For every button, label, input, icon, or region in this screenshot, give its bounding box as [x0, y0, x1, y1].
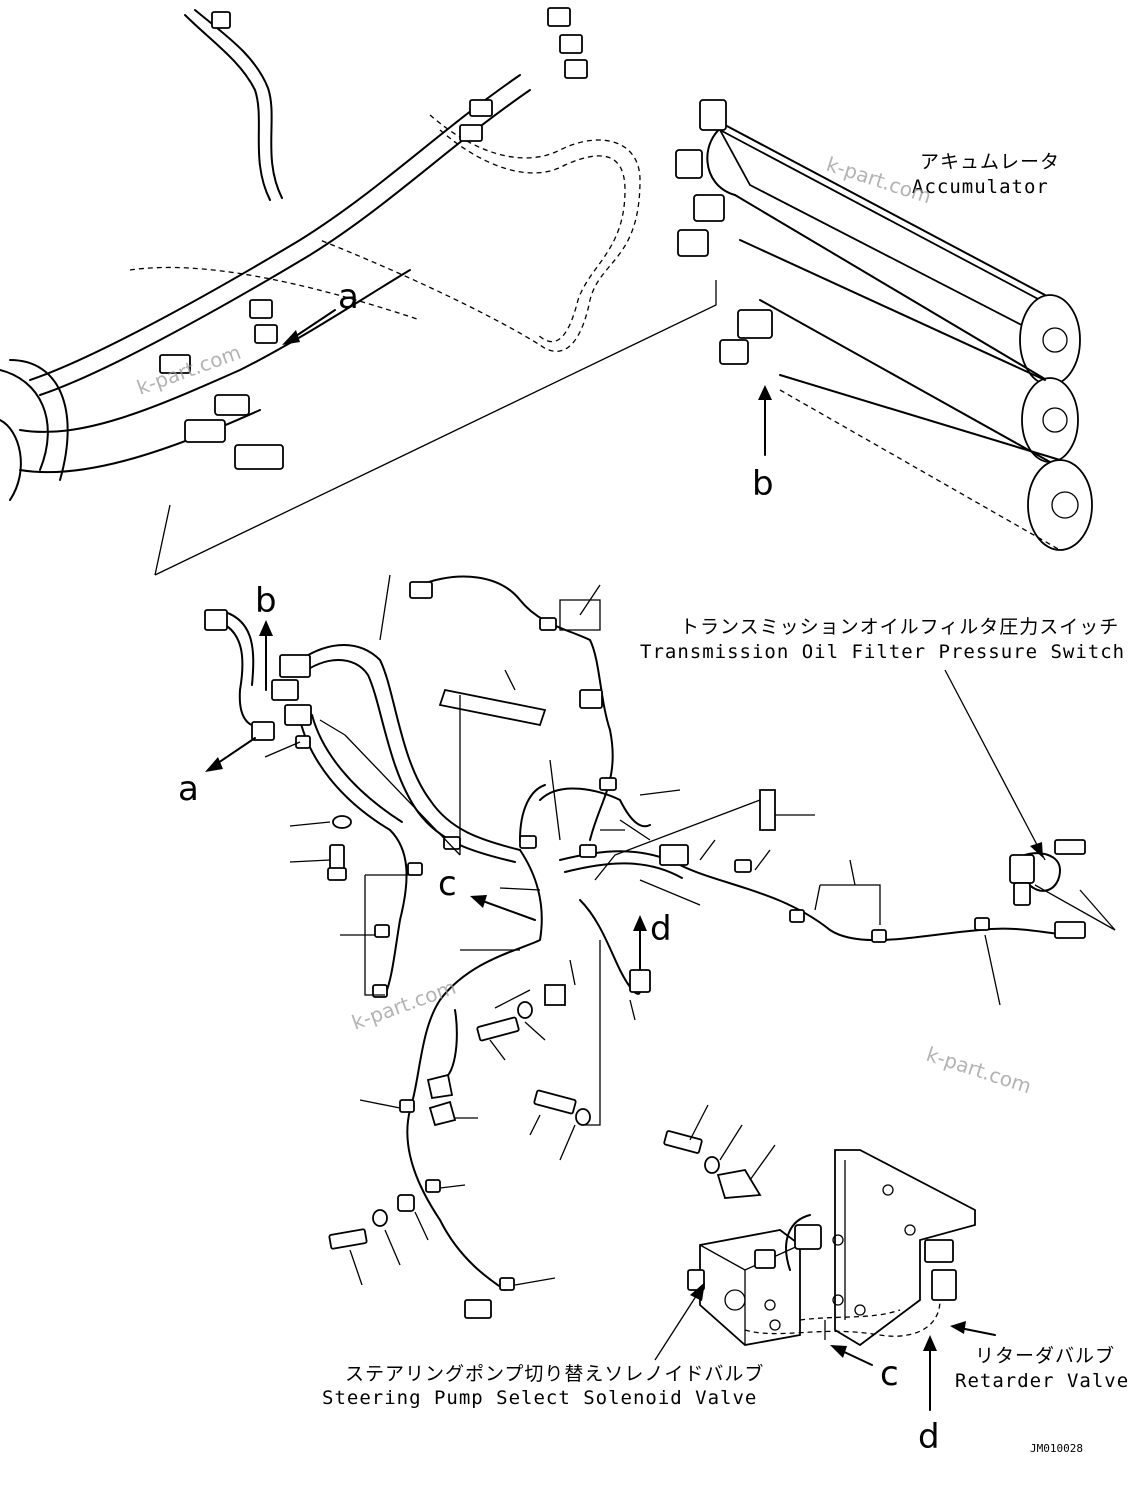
accumulator-label-en: Accumulator: [912, 176, 1049, 198]
callout-d-bottom: d: [918, 1335, 940, 1457]
watermark-text: k-part.com: [134, 340, 245, 400]
accumulator-group: [154, 99, 1093, 576]
washer-icon: [332, 815, 352, 829]
accumulator-cylinder-3: [779, 374, 1093, 551]
valve-assembly: [687, 1149, 976, 1347]
drawing-code: JM010028: [1030, 1442, 1083, 1455]
trans-switch-arrow: [1030, 842, 1043, 858]
accumulator-cylinder-2: [739, 239, 1079, 463]
trans-switch-label-en: Transmission Oil Filter Pressure Switch: [640, 641, 1125, 663]
callout-b-mid: b: [255, 581, 277, 691]
retarder-arrow: [950, 1321, 996, 1336]
callout-a-top: a: [282, 277, 359, 345]
callout-c-bottom: c: [830, 1345, 899, 1394]
watermark-text: k-part.com: [923, 1042, 1034, 1098]
connector-icon: [204, 609, 228, 631]
callout-b-top: b: [752, 385, 774, 504]
upper-harness: [0, 7, 641, 576]
steering-arrow: [654, 1282, 705, 1361]
trans-switch-label-jp: トランスミッションオイルフィルタ圧力スイッチ: [680, 616, 1119, 638]
leader-lines: [264, 574, 1116, 1286]
accumulator-cylinder-1: [706, 124, 1081, 386]
accumulator-label-jp: アキュムレータ: [920, 151, 1060, 173]
callout-c-mid-label: c: [438, 864, 457, 904]
retarder-label-jp: リターダバルブ: [975, 1344, 1115, 1367]
retarder-label-en: Retarder Valve: [955, 1370, 1129, 1392]
steering-valve-label-en: Steering Pump Select Solenoid Valve: [322, 1387, 757, 1409]
callout-a-top-label: a: [338, 277, 359, 317]
retarder-valve-icon: [924, 1239, 957, 1301]
callout-d-mid-label: d: [650, 909, 672, 949]
harness-parts: [204, 581, 1086, 1319]
main-harness: [214, 575, 1076, 1291]
steering-valve-label-jp: ステアリングポンプ切り替えソレノイドバルブ: [345, 1362, 764, 1385]
callout-a-mid-label: a: [178, 769, 199, 809]
callout-b-mid-label: b: [255, 581, 277, 621]
callout-d-bottom-label: d: [918, 1417, 940, 1457]
callout-c-bottom-label: c: [880, 1354, 899, 1394]
solenoid-valve-icon: [687, 1224, 822, 1346]
callout-d-mid: d: [633, 909, 672, 971]
callout-a-mid: a: [178, 737, 256, 809]
callout-c-mid: c: [438, 864, 536, 921]
bolt-icon: [327, 844, 347, 881]
callout-b-top-label: b: [752, 464, 774, 504]
pressure-switch-icon: [1009, 839, 1086, 906]
